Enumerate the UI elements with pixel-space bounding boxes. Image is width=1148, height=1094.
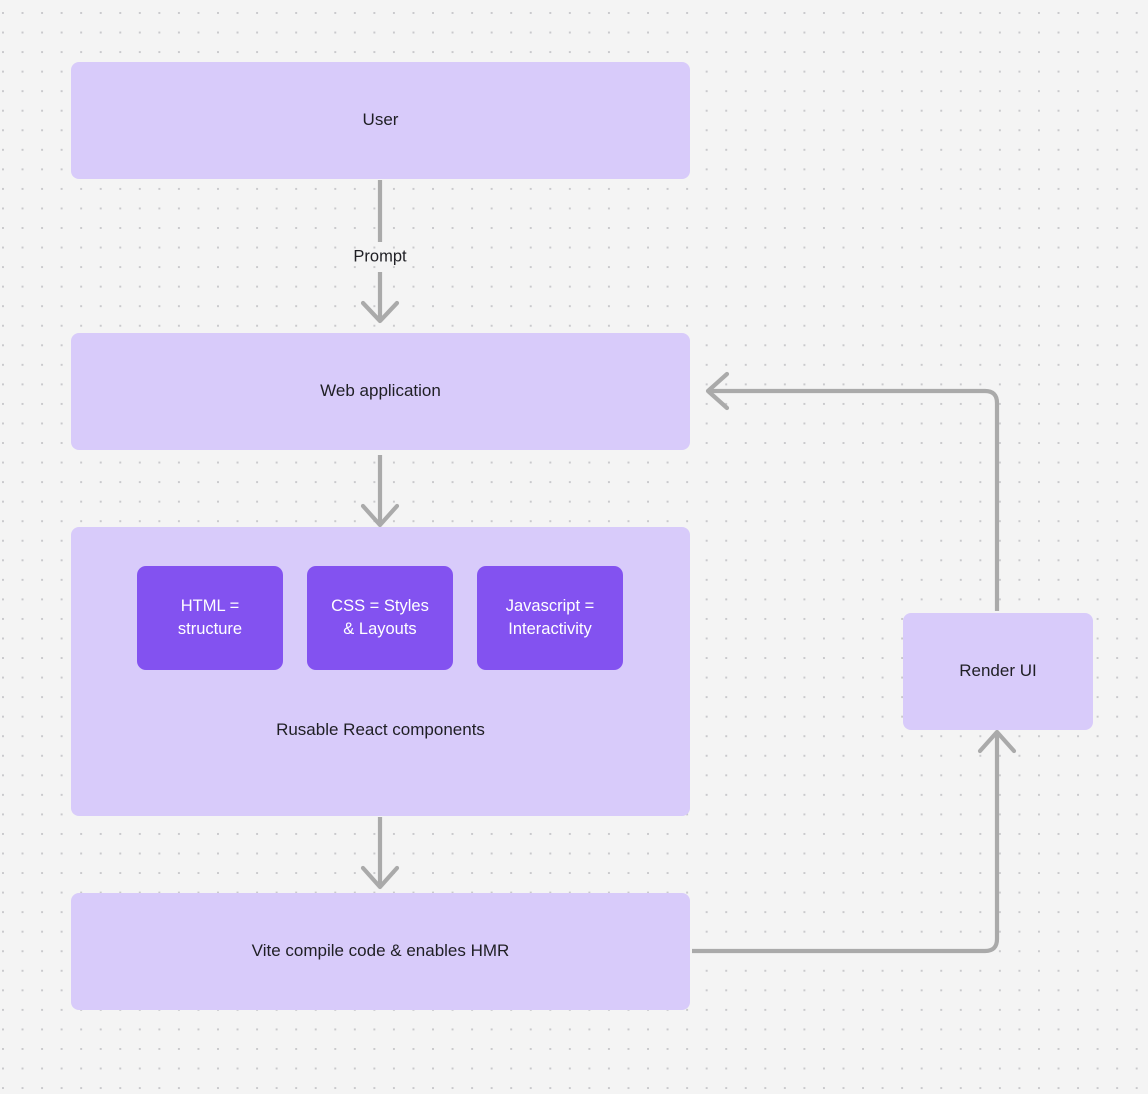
node-css-label: CSS = Styles & Layouts	[331, 595, 429, 641]
node-css-line2: & Layouts	[343, 620, 417, 638]
node-javascript-line1: Javascript =	[505, 597, 595, 616]
edge-web-to-components	[360, 455, 400, 528]
node-vite[interactable]: Vite compile code & enables HMR	[71, 893, 690, 1010]
node-javascript[interactable]: Javascript = Interactivity	[477, 566, 623, 670]
node-web-application-label: Web application	[320, 381, 441, 401]
node-render-ui[interactable]: Render UI	[903, 613, 1093, 730]
node-user[interactable]: User	[71, 62, 690, 179]
node-components-group-label: Rusable React components	[276, 720, 485, 739]
node-html[interactable]: HTML = structure	[137, 566, 283, 670]
node-html-label: HTML = structure	[178, 595, 242, 641]
node-javascript-line2: Interactivity	[508, 620, 592, 638]
node-vite-label: Vite compile code & enables HMR	[251, 941, 510, 961]
node-user-label: User	[362, 110, 399, 130]
node-render-ui-label: Render UI	[959, 661, 1037, 681]
node-html-line2: structure	[177, 620, 243, 638]
edge-vite-to-render	[692, 729, 1017, 954]
edge-label-prompt: Prompt	[353, 247, 407, 266]
node-web-application[interactable]: Web application	[71, 333, 690, 450]
node-javascript-label: Javascript = Interactivity	[506, 595, 595, 641]
node-css-line1: CSS = Styles	[331, 597, 429, 616]
edge-components-to-vite	[360, 817, 400, 890]
node-html-line1: HTML =	[180, 597, 240, 616]
node-css[interactable]: CSS = Styles & Layouts	[307, 566, 453, 670]
node-components-group[interactable]: HTML = structure CSS = Styles & Layouts …	[71, 527, 690, 816]
edge-render-to-web	[705, 371, 1000, 611]
